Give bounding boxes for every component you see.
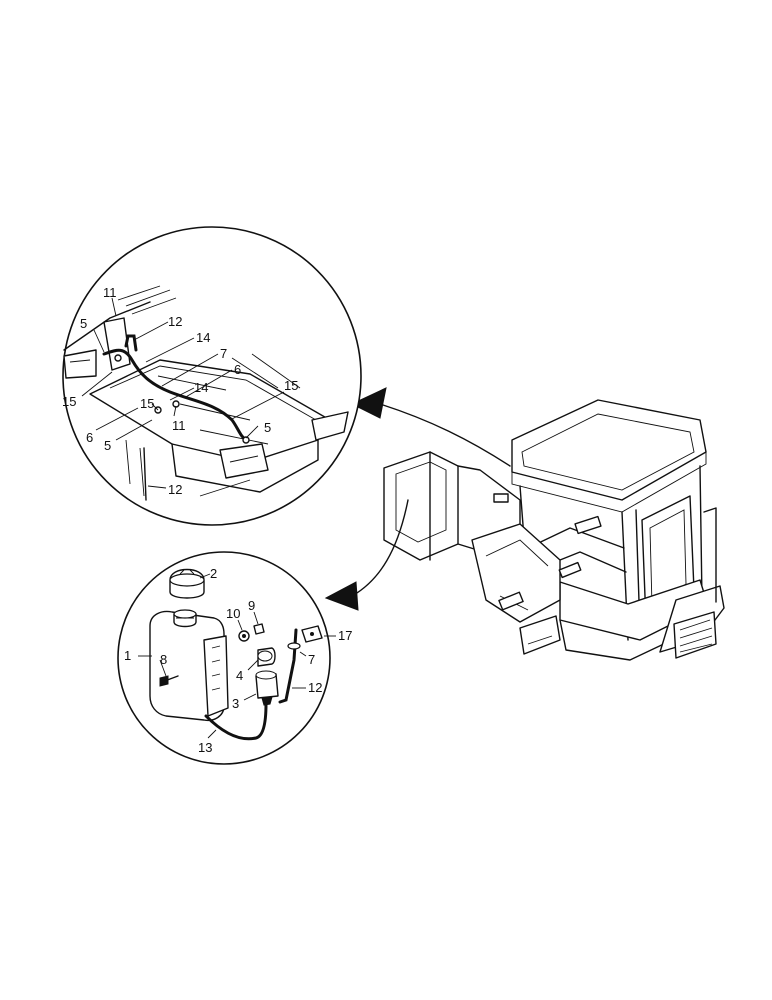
callout-7-lower: 7 <box>308 652 315 667</box>
callout-15-mid: 15 <box>140 396 154 411</box>
callout-15-right: 15 <box>284 378 298 393</box>
callout-12-bottom: 12 <box>168 482 182 497</box>
cab-assembly <box>383 399 725 661</box>
callout-15-left: 15 <box>62 394 76 409</box>
callout-12-top: 12 <box>168 314 182 329</box>
callout-14-top: 14 <box>196 330 210 345</box>
callout-10: 10 <box>226 606 240 621</box>
reservoir-tank <box>149 609 229 722</box>
callout-1: 1 <box>124 648 131 663</box>
callout-6-left: 6 <box>86 430 93 445</box>
lower-detail-labels: 2 10 9 1 8 17 7 4 12 3 13 <box>124 566 352 755</box>
callout-4: 4 <box>236 668 243 683</box>
callout-12-lower: 12 <box>308 680 322 695</box>
callout-3: 3 <box>232 696 239 711</box>
callout-2: 2 <box>210 566 217 581</box>
upper-detail-labels: 11 5 12 14 7 6 14 15 15 15 11 6 5 5 12 <box>62 285 298 497</box>
callout-13: 13 <box>198 740 212 755</box>
callout-6-right: 6 <box>234 362 241 377</box>
callout-11-mid: 11 <box>172 418 186 433</box>
upper-detail <box>62 226 362 526</box>
callout-5-right: 5 <box>264 420 271 435</box>
callout-5-left: 5 <box>80 316 87 331</box>
callout-5-lower: 5 <box>104 438 111 453</box>
reservoir-cap <box>169 568 205 599</box>
screw <box>159 675 179 687</box>
callout-7: 7 <box>220 346 227 361</box>
lower-detail <box>117 551 336 765</box>
callout-17: 17 <box>338 628 352 643</box>
callout-9: 9 <box>248 598 255 613</box>
arrow-to-upper-detail <box>350 387 511 467</box>
callout-8: 8 <box>160 652 167 667</box>
step-plate <box>673 611 717 659</box>
arrow-to-lower-detail <box>324 499 409 611</box>
callout-14-mid: 14 <box>194 380 208 395</box>
callout-11-top: 11 <box>103 285 117 300</box>
washer-pump <box>255 670 279 706</box>
